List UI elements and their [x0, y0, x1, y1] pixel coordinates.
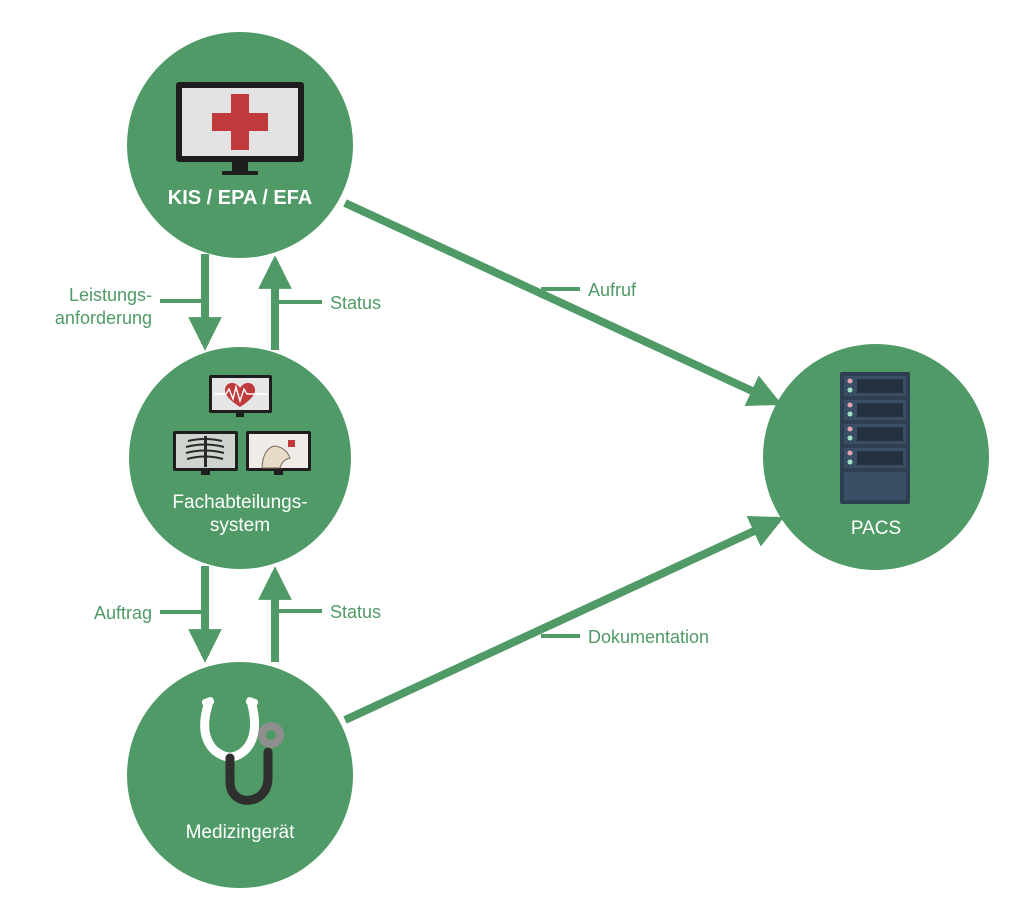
department-monitors-icon	[173, 375, 311, 475]
label-leistungs: Leistungs-	[69, 285, 152, 305]
stethoscope-icon	[200, 697, 284, 805]
heart-monitor-icon	[209, 375, 272, 417]
edge-auftrag	[160, 566, 222, 663]
node-fach: Fachabteilungs- system	[129, 347, 351, 569]
edge-leistungsanforderung	[160, 254, 222, 351]
xray-monitor-icon	[173, 431, 238, 475]
node-kis-label: KIS / EPA / EFA	[168, 187, 312, 209]
node-med-circle	[127, 662, 353, 888]
node-fach-circle	[129, 347, 351, 569]
edge-dokumentation	[343, 516, 785, 724]
server-unit	[844, 448, 906, 468]
node-pacs: PACS	[763, 344, 989, 570]
server-unit	[844, 376, 906, 396]
node-pacs-label: PACS	[851, 518, 901, 539]
node-fach-label-line1: Fachabteilungs-	[172, 492, 307, 513]
label-anforderung: anforderung	[55, 308, 152, 328]
node-med: Medizingerät	[127, 662, 353, 888]
monitor-red-cross-icon	[176, 82, 304, 175]
node-fach-label-line2: system	[210, 515, 270, 536]
label-dokumentation: Dokumentation	[588, 627, 709, 647]
profile-monitor-icon	[246, 431, 311, 475]
edge-status-bottom	[258, 566, 322, 662]
label-auftrag: Auftrag	[94, 603, 152, 623]
server-unit	[844, 400, 906, 420]
edge-status-top	[258, 255, 322, 350]
node-med-label: Medizingerät	[186, 822, 295, 843]
server-unit	[844, 424, 906, 444]
label-status-top: Status	[330, 293, 381, 313]
label-status-bottom: Status	[330, 602, 381, 622]
node-kis: KIS / EPA / EFA	[127, 32, 353, 258]
label-aufruf: Aufruf	[588, 280, 637, 300]
server-rack-icon	[840, 372, 910, 504]
edge-aufruf	[343, 199, 783, 406]
